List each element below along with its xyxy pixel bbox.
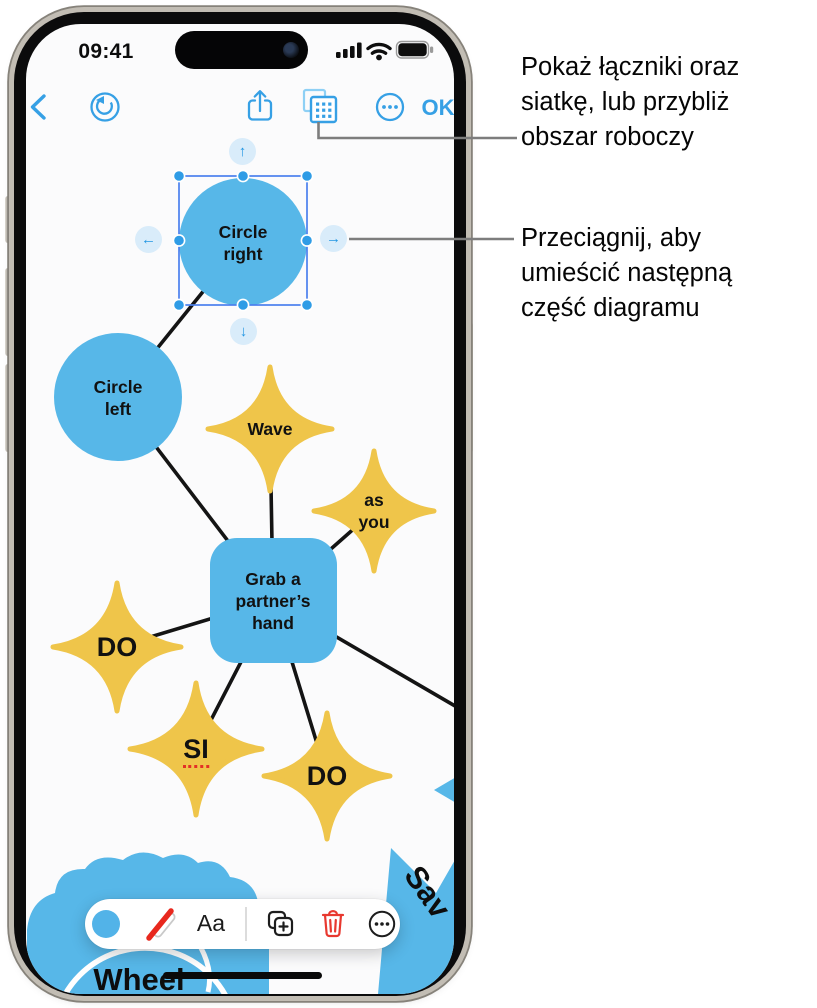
star-shape-as-you[interactable] — [311, 448, 437, 574]
add-shape-left-arrow[interactable]: ← — [135, 226, 162, 253]
dynamic-island — [175, 31, 308, 69]
add-shape-down-arrow[interactable]: ↓ — [230, 318, 257, 345]
star-shape-wave[interactable] — [205, 364, 335, 494]
text-style-button[interactable]: Aa — [196, 910, 226, 936]
volume-down-button[interactable] — [5, 364, 11, 452]
add-shape-right-arrow[interactable]: → — [320, 225, 347, 252]
delete-button[interactable] — [315, 905, 351, 941]
iphone-frame: 09:41 — [14, 12, 466, 996]
home-indicator[interactable] — [163, 972, 322, 979]
format-toolbar: Aa — [85, 899, 400, 949]
more-format-button[interactable] — [368, 910, 396, 938]
circle-shape-left[interactable] — [54, 333, 182, 461]
red-stroke-line — [146, 908, 174, 941]
diagram-canvas[interactable]: Wheel Sav — [26, 24, 454, 994]
callout-text-grid: Pokaż łączniki oraz siatkę, lub przybliż… — [521, 53, 740, 151]
arrow-shape-tip[interactable] — [434, 763, 454, 817]
action-button[interactable] — [5, 196, 11, 243]
volume-up-button[interactable] — [5, 268, 11, 356]
duplicate-button[interactable] — [262, 906, 298, 942]
arrow-shape-save[interactable] — [378, 846, 454, 994]
add-shape-up-arrow[interactable]: ↑ — [229, 138, 256, 165]
line-style-button[interactable] — [137, 901, 183, 947]
screen: 09:41 — [26, 24, 454, 994]
fill-color-swatch[interactable] — [92, 910, 120, 938]
star-shape-do-bottom[interactable] — [261, 710, 393, 842]
front-camera — [283, 42, 299, 58]
status-time: 09:41 — [78, 40, 134, 63]
square-shape-grab-hand[interactable] — [210, 538, 337, 663]
circle-shape-right[interactable] — [179, 178, 307, 306]
toolbar-divider — [245, 907, 247, 941]
star-shape-si[interactable] — [127, 680, 265, 818]
star-shape-do-left[interactable] — [50, 580, 184, 714]
power-button[interactable] — [467, 322, 473, 453]
callout-text-drag: Przeciągnij, aby umieścić następną część… — [521, 224, 733, 322]
